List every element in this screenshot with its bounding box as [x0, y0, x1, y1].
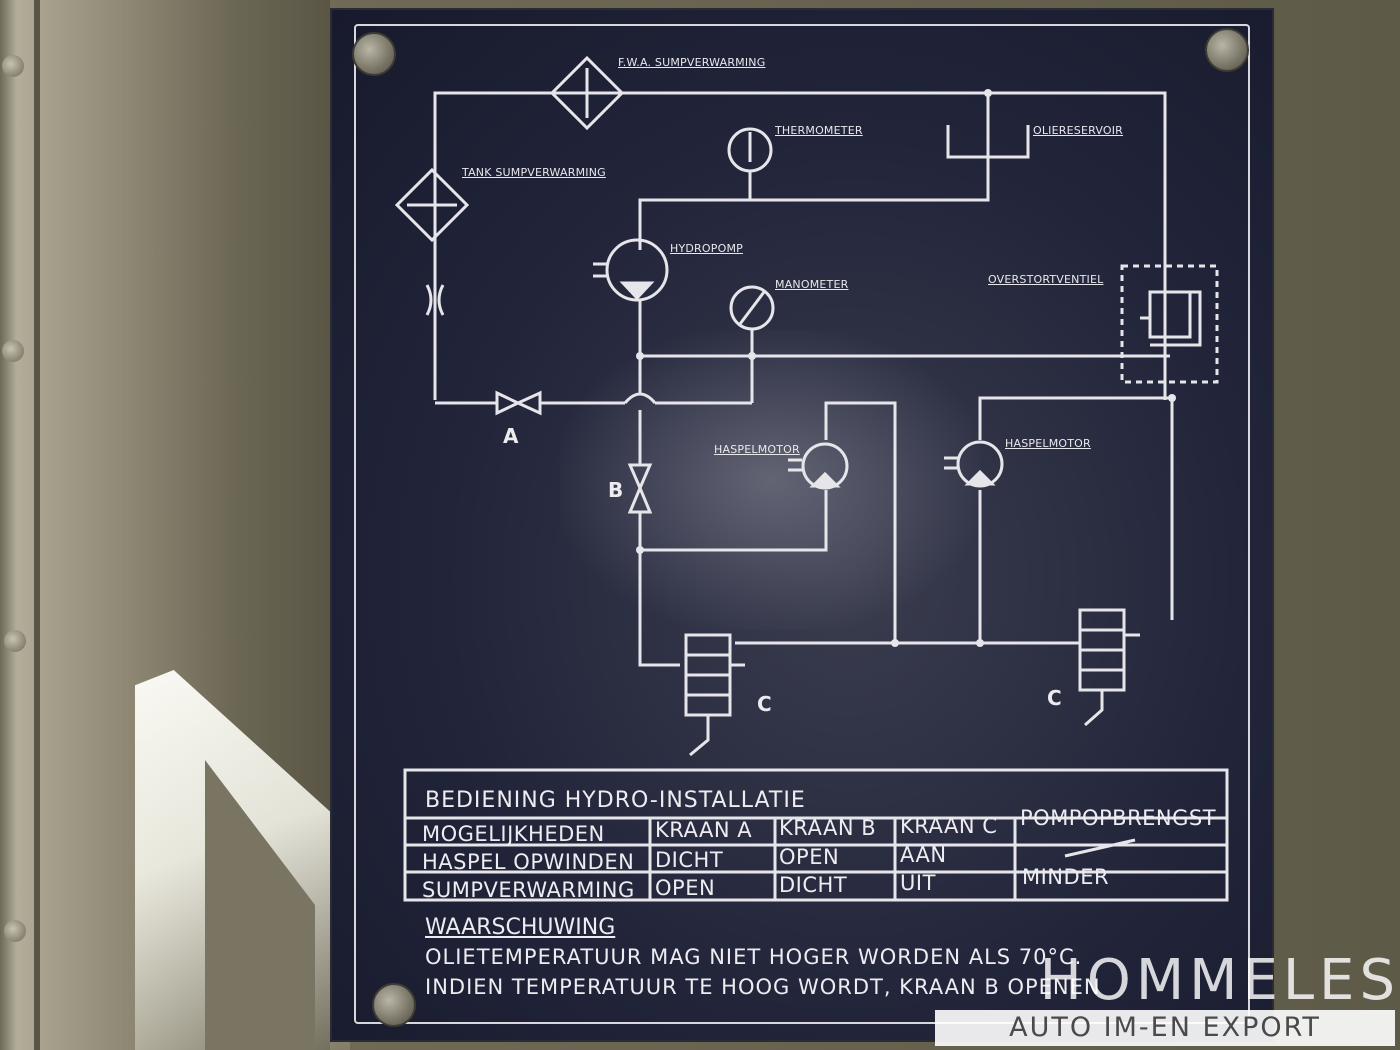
- pipe-valve-b-down: [638, 512, 680, 667]
- warning-line-2: INDIEN TEMPERATUUR TE HOOG WORDT, KRAAN …: [425, 975, 1101, 999]
- valve-a: [495, 390, 522, 416]
- wall-seam: [34, 0, 40, 1050]
- plate-border: [354, 24, 1250, 1024]
- table-header-mogelijkheden: MOGELIJKHEDEN: [422, 822, 605, 846]
- table-cell-kraan-b-row2: DICHT: [779, 873, 848, 897]
- label-manometer: MANOMETER: [775, 278, 849, 291]
- warning-title: WAARSCHUWING: [425, 915, 616, 940]
- table-header-kraan-a: KRAAN A: [655, 818, 753, 842]
- table-cell-haspel-opwinden: HASPEL OPWINDEN: [422, 850, 635, 874]
- table-header-kraan-c: KRAAN C: [900, 814, 998, 838]
- haspel-motor-right: [956, 440, 1004, 488]
- heat-exchanger-tank: [394, 167, 470, 243]
- pipe-thermo-branch: [638, 93, 990, 250]
- table-header-kraan-b: KRAAN B: [779, 816, 877, 840]
- wall-bolt: [4, 630, 26, 652]
- label-thermometer: THERMOMETER: [775, 124, 863, 137]
- plate-bolt-bottom-left: [372, 983, 416, 1027]
- watermark-name: HOMMELES: [1039, 948, 1400, 1013]
- plate-bolt-top-left: [352, 32, 396, 76]
- label-haspelmotor-right: HASPELMOTOR: [1005, 437, 1091, 450]
- table-cell-kraan-a-row2: OPEN: [655, 876, 716, 900]
- table-cell-kraan-c-row2: UIT: [900, 871, 936, 895]
- valve-c-right-label: C: [1047, 686, 1062, 710]
- pipe-top-loop: [433, 91, 1167, 400]
- label-tank-sumpverwarming: TANK SUMPVERWARMING: [462, 166, 606, 179]
- wall-bolt: [2, 340, 24, 362]
- label-haspelmotor-left: HASPELMOTOR: [714, 443, 800, 456]
- overflow-valve-box: [1120, 264, 1219, 384]
- valve-a-label: A: [503, 424, 519, 448]
- pipe-motor-right-top: [978, 396, 1172, 440]
- valve-b: [627, 463, 653, 492]
- valve-c-left-label: C: [757, 692, 772, 716]
- pipe-motor-left-top: [824, 401, 897, 640]
- table-cell-kraan-b-row1: OPEN: [779, 845, 840, 869]
- thermometer-gauge: [727, 127, 773, 173]
- table-title: BEDIENING HYDRO-INSTALLATIE: [425, 788, 806, 813]
- plate-bolt-top-right: [1205, 28, 1249, 72]
- pipe-crossover: [623, 392, 657, 404]
- watermark-subtitle: AUTO IM-EN EXPORT: [1009, 1012, 1321, 1043]
- table-cell-pompopbrengst-row2: MINDER: [1022, 865, 1110, 889]
- table-cell-kraan-c-row1: AAN: [900, 843, 947, 867]
- wall-bolt: [4, 920, 26, 942]
- table-frame: [403, 768, 1229, 902]
- valve-b-label: B: [608, 478, 624, 502]
- watermark-box: [935, 1010, 1395, 1046]
- table-header-pompopbrengst: POMPOPBRENGST: [1020, 806, 1217, 830]
- label-hydropomp: HYDROPOMP: [670, 242, 743, 255]
- haspel-motor-left: [801, 442, 849, 490]
- table-cell-kraan-a-row1: DICHT: [655, 848, 724, 872]
- table-cell-sumpverwarming: SUMPVERWARMING: [422, 878, 635, 902]
- label-fwa-sumpverwarming: F.W.A. SUMPVERWARMING: [618, 56, 766, 69]
- wall-bolt: [2, 55, 24, 77]
- label-oliereservoir: OLIERESERVOIR: [1033, 124, 1124, 137]
- label-overstortventiel: OVERSTORTVENTIEL: [988, 273, 1104, 286]
- instruction-plate: [330, 8, 1274, 1042]
- pipe-motor-left: [640, 490, 828, 552]
- restrictor: [425, 284, 445, 316]
- warning-line-1: OLIETEMPERATUUR MAG NIET HOGER WORDEN AL…: [425, 945, 1083, 969]
- manometer-gauge: [729, 285, 775, 331]
- heat-exchanger-fwa: [549, 55, 625, 131]
